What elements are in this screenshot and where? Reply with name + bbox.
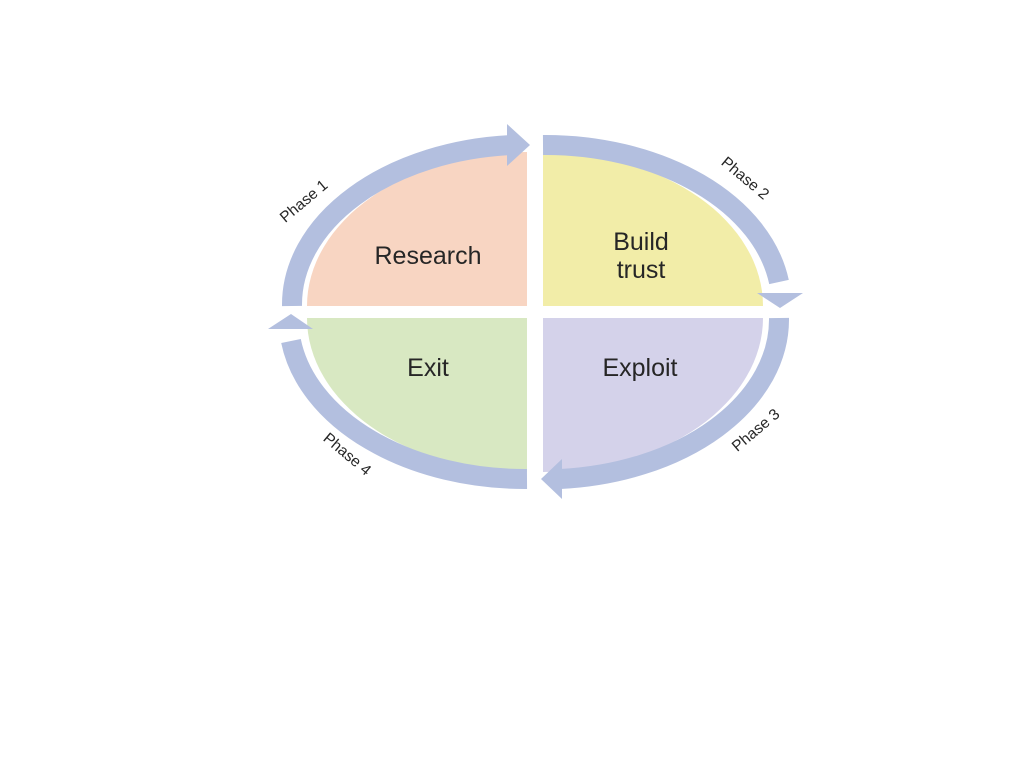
quadrant-exit <box>307 318 527 472</box>
build-trust-label-line-2: trust <box>617 256 666 284</box>
phase-4-arrow <box>281 338 528 490</box>
research-label: Research <box>375 242 482 270</box>
quadrant-build-trust <box>543 152 763 306</box>
phase-1-arrow <box>281 135 513 307</box>
exit-label: Exit <box>407 354 449 382</box>
quadrant-research <box>307 152 527 306</box>
phase-2-arrowhead <box>757 293 803 308</box>
quadrant-exploit <box>543 318 763 472</box>
phase-3-arrowhead <box>541 459 562 499</box>
phase-2-arrow <box>542 134 789 285</box>
phase-1-arrowhead <box>507 124 530 166</box>
exploit-label: Exploit <box>602 354 677 382</box>
phase-4-arrowhead <box>268 314 313 329</box>
build-trust-label-line-1: Build <box>613 228 669 256</box>
phase-3-arrow <box>559 317 790 489</box>
